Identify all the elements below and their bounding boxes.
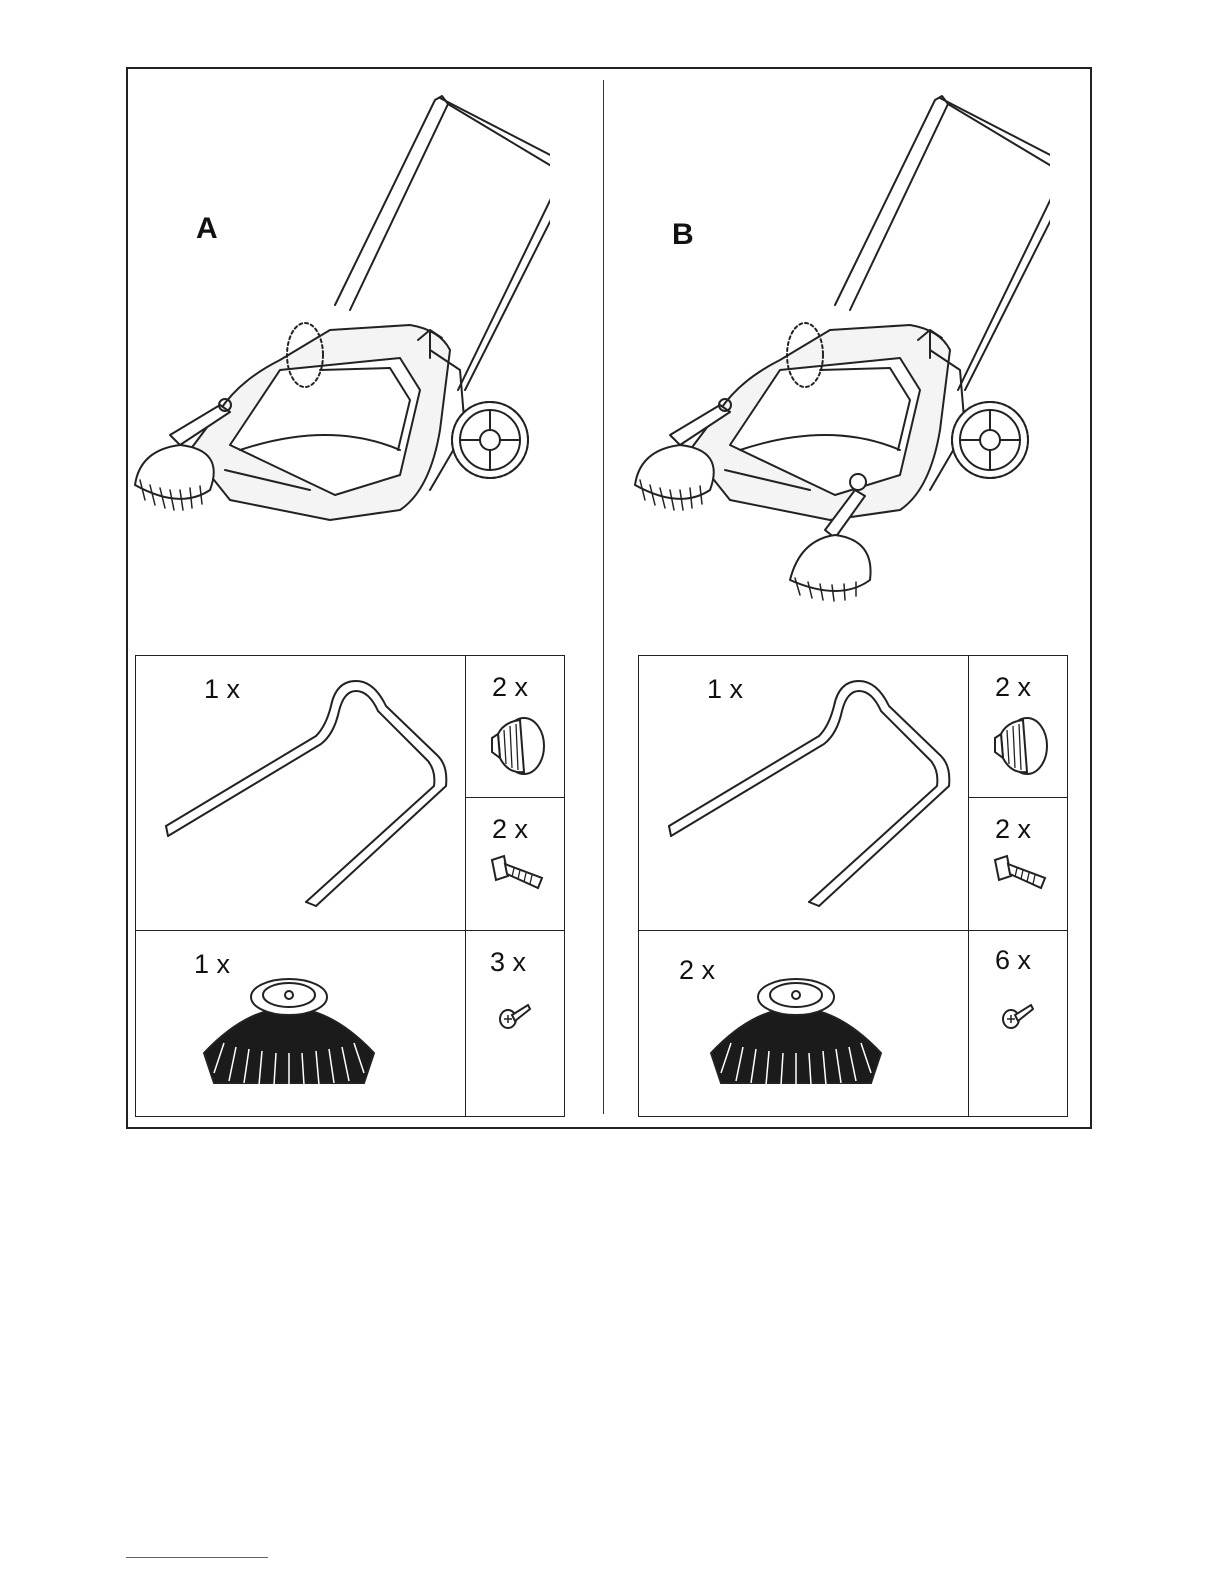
screw-quantity: 6 x: [995, 945, 1031, 976]
handle-bar-icon: [659, 676, 959, 916]
screw-icon: [1001, 1001, 1035, 1031]
side-brush-icon: [194, 973, 384, 1093]
screw-icon: [498, 1001, 532, 1031]
handle-part-cell: 1 x: [639, 656, 969, 931]
bolt-part-cell: 2 x: [466, 798, 564, 931]
brush-part-cell: 2 x: [639, 931, 969, 1116]
side-brush-icon: [701, 973, 891, 1093]
footer-rule: [126, 1557, 268, 1558]
bolt-quantity: 2 x: [492, 814, 528, 845]
knob-part-cell: 2 x: [466, 656, 564, 798]
handle-bar-icon: [156, 676, 456, 916]
bolt-quantity: 2 x: [995, 814, 1031, 845]
screw-quantity: 3 x: [490, 947, 526, 978]
knob-quantity: 2 x: [492, 672, 528, 703]
screw-part-cell: 6 x: [969, 931, 1067, 1116]
knob-icon: [488, 712, 548, 778]
push-sweeper-icon: [130, 90, 550, 550]
screw-part-cell: 3 x: [466, 931, 564, 1116]
variant-a-parts-box: 1 x 2 x 2 x: [135, 655, 565, 1117]
bolt-icon: [991, 854, 1051, 904]
knob-quantity: 2 x: [995, 672, 1031, 703]
knob-part-cell: 2 x: [969, 656, 1067, 798]
brush-part-cell: 1 x: [136, 931, 466, 1116]
variant-b-parts-box: 1 x 2 x 2 x: [638, 655, 1068, 1117]
knob-icon: [991, 712, 1051, 778]
bolt-icon: [488, 854, 548, 904]
handle-part-cell: 1 x: [136, 656, 466, 931]
push-sweeper-icon: [630, 90, 1050, 605]
variant-divider: [603, 80, 604, 1114]
bolt-part-cell: 2 x: [969, 798, 1067, 931]
